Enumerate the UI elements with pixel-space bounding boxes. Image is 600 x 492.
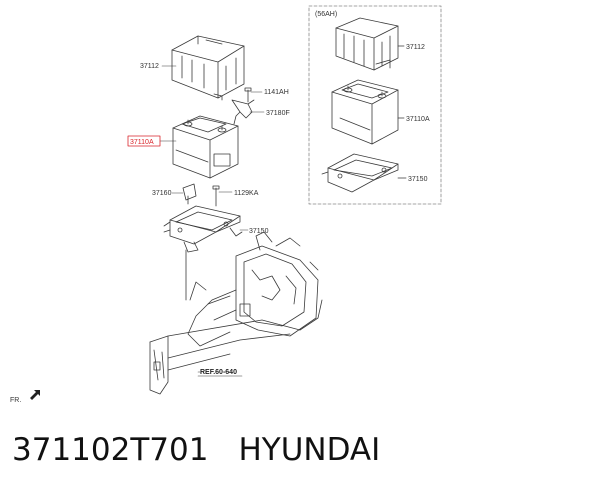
label-ref-note: REF.60-640: [200, 369, 237, 376]
part-caption: 371102T701 HYUNDAI: [12, 430, 592, 474]
label-clamp: 37180F: [266, 110, 290, 117]
part-number: 371102T701: [12, 432, 209, 468]
label-hold-bar: 37160: [152, 190, 172, 197]
parts-diagram: 37112 1141AH 37180F 37110A 37160 1129KA …: [10, 5, 442, 404]
front-arrow-icon: [30, 390, 40, 400]
vehicle-body: [149, 231, 323, 395]
brand-name: HYUNDAI: [238, 432, 381, 468]
label-front: FR.: [10, 397, 21, 404]
label-tray-cover: 37112: [140, 63, 159, 70]
label-upper-bolt: 1141AH: [264, 89, 289, 96]
hold-bar: [182, 183, 220, 207]
inset-variant-box: [308, 5, 442, 205]
inset-label-bracket: 37150: [408, 176, 428, 183]
label-battery-main: 37110A: [130, 139, 154, 146]
leader-lines: [159, 65, 265, 373]
inset-label-battery: 37110A: [406, 116, 430, 123]
battery-bracket: [163, 205, 243, 253]
inset-variant-label: (56AH): [315, 11, 337, 18]
label-bracket: 37150: [249, 228, 269, 235]
label-lower-bolt: 1129KA: [234, 190, 259, 197]
inset-label-tray: 37112: [406, 44, 425, 51]
battery-main: [172, 115, 239, 179]
highlight-box: [127, 135, 161, 147]
battery-tray-cover: [171, 35, 245, 101]
upper-bolt-and-clamp: [231, 87, 255, 125]
